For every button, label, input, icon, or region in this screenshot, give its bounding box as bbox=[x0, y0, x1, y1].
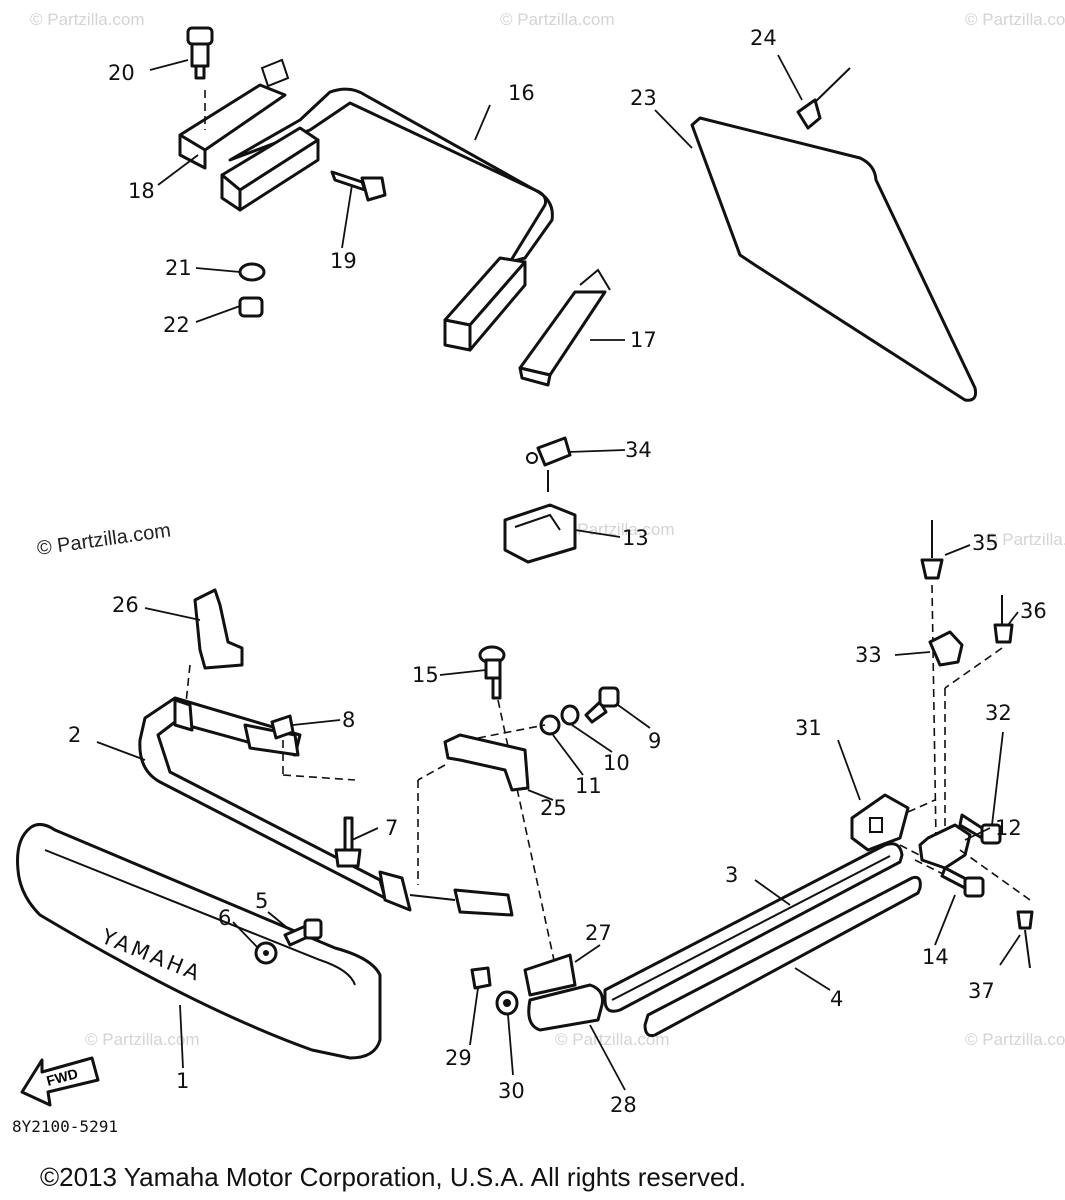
callout-31: 31 bbox=[795, 716, 822, 740]
callout-9: 9 bbox=[648, 729, 661, 753]
part-24-rivet bbox=[796, 67, 851, 130]
part-9-screw bbox=[584, 686, 620, 724]
part-26-bracket bbox=[193, 588, 244, 670]
part-32-screw bbox=[958, 813, 1002, 845]
fwd-text: FWD bbox=[45, 1065, 80, 1089]
part-37-rivet bbox=[1016, 910, 1034, 969]
callout-25: 25 bbox=[540, 796, 567, 820]
watermark-top-center: © Partzilla.com bbox=[500, 10, 615, 29]
callout-35: 35 bbox=[972, 531, 999, 555]
part-11-washer bbox=[539, 714, 561, 736]
part-30-grommet bbox=[495, 990, 519, 1016]
callout-15: 15 bbox=[412, 663, 439, 687]
fwd-arrow-icon: FWD bbox=[20, 1056, 100, 1107]
part-23-windshield bbox=[690, 116, 977, 402]
watermark-left-low: © Partzilla.com bbox=[85, 1030, 200, 1049]
watermark-main: © Partzilla.com bbox=[36, 519, 173, 560]
part-31-clamp bbox=[850, 793, 910, 852]
callout-8: 8 bbox=[342, 708, 355, 732]
callout-19: 19 bbox=[330, 249, 357, 273]
part-14-screw bbox=[940, 866, 985, 898]
callout-17: 17 bbox=[630, 328, 657, 352]
part-28-end-cap bbox=[527, 983, 604, 1032]
watermark-right-low: © Partzilla.com bbox=[965, 1030, 1065, 1049]
callout-5: 5 bbox=[255, 889, 268, 913]
callout-6: 6 bbox=[218, 906, 231, 930]
part-29-nut bbox=[470, 966, 492, 990]
callout-27: 27 bbox=[585, 921, 612, 945]
watermark-center-mid: © Partzilla.com bbox=[560, 520, 675, 539]
callout-10: 10 bbox=[603, 751, 630, 775]
part-27-bracket bbox=[523, 953, 577, 997]
part-15-bolt bbox=[478, 645, 506, 700]
watermark-top-right: © Partzilla.com bbox=[965, 10, 1065, 29]
callout-37: 37 bbox=[968, 979, 995, 1003]
part-3-molding bbox=[603, 842, 904, 1013]
callout-11: 11 bbox=[575, 774, 602, 798]
callout-36: 36 bbox=[1020, 599, 1047, 623]
callout-21: 21 bbox=[165, 256, 192, 280]
part-6-washer bbox=[254, 941, 278, 965]
part-4-molding bbox=[643, 876, 922, 1037]
callout-28: 28 bbox=[610, 1093, 637, 1117]
part-36-rivet bbox=[993, 595, 1014, 644]
part-16-handle-bar bbox=[220, 87, 554, 352]
callout-23: 23 bbox=[630, 86, 657, 110]
callout-22: 22 bbox=[163, 313, 190, 337]
callout-33: 33 bbox=[855, 643, 882, 667]
callout-12: 12 bbox=[995, 816, 1022, 840]
part-5-screw bbox=[283, 918, 323, 947]
part-17-bracket bbox=[518, 268, 611, 387]
callout-labels: 1 2 3 4 5 6 7 8 9 10 11 12 13 14 15 16 1… bbox=[68, 26, 1047, 1117]
callout-24: 24 bbox=[750, 26, 777, 50]
callout-14: 14 bbox=[922, 945, 949, 969]
callout-34: 34 bbox=[625, 438, 652, 462]
watermark-right-mid: © Partzilla.com bbox=[985, 530, 1065, 549]
callout-3: 3 bbox=[725, 863, 738, 887]
part-1-visor: YAMAHA bbox=[16, 823, 382, 1060]
part-25-bracket bbox=[443, 733, 530, 792]
part-22-nut bbox=[238, 296, 264, 318]
part-18-bracket bbox=[178, 58, 290, 170]
part-21-nut bbox=[238, 262, 266, 282]
part-19-screw bbox=[330, 170, 387, 202]
callout-2: 2 bbox=[68, 723, 81, 747]
callout-1: 1 bbox=[176, 1069, 189, 1093]
callout-13: 13 bbox=[622, 526, 649, 550]
leader-lines bbox=[96, 54, 1021, 1091]
callout-32: 32 bbox=[985, 701, 1012, 725]
callout-16: 16 bbox=[508, 81, 535, 105]
callout-29: 29 bbox=[445, 1046, 472, 1070]
watermark-top-left: © Partzilla.com bbox=[30, 10, 145, 29]
part-33-clip bbox=[928, 630, 964, 667]
diagram-code: 8Y2100-5291 bbox=[12, 1117, 118, 1136]
part-12-clamp bbox=[918, 823, 972, 870]
callout-7: 7 bbox=[385, 816, 398, 840]
part-8-nut bbox=[270, 714, 295, 740]
part-13-clamp bbox=[503, 503, 577, 564]
part-7-screw bbox=[334, 816, 362, 868]
callout-30: 30 bbox=[498, 1079, 525, 1103]
callout-4: 4 bbox=[830, 987, 843, 1011]
part-2-frame bbox=[138, 696, 514, 917]
part-34-collar bbox=[526, 436, 572, 467]
copyright-footer: ©2013 Yamaha Motor Corporation, U.S.A. A… bbox=[40, 1162, 746, 1192]
callout-26: 26 bbox=[112, 593, 139, 617]
part-20-pin bbox=[186, 26, 214, 80]
part-10-washer bbox=[560, 704, 580, 726]
watermark-center-low: © Partzilla.com bbox=[555, 1030, 670, 1049]
callout-18: 18 bbox=[128, 179, 155, 203]
callout-20: 20 bbox=[108, 61, 135, 85]
part-35-rivet bbox=[920, 520, 944, 580]
